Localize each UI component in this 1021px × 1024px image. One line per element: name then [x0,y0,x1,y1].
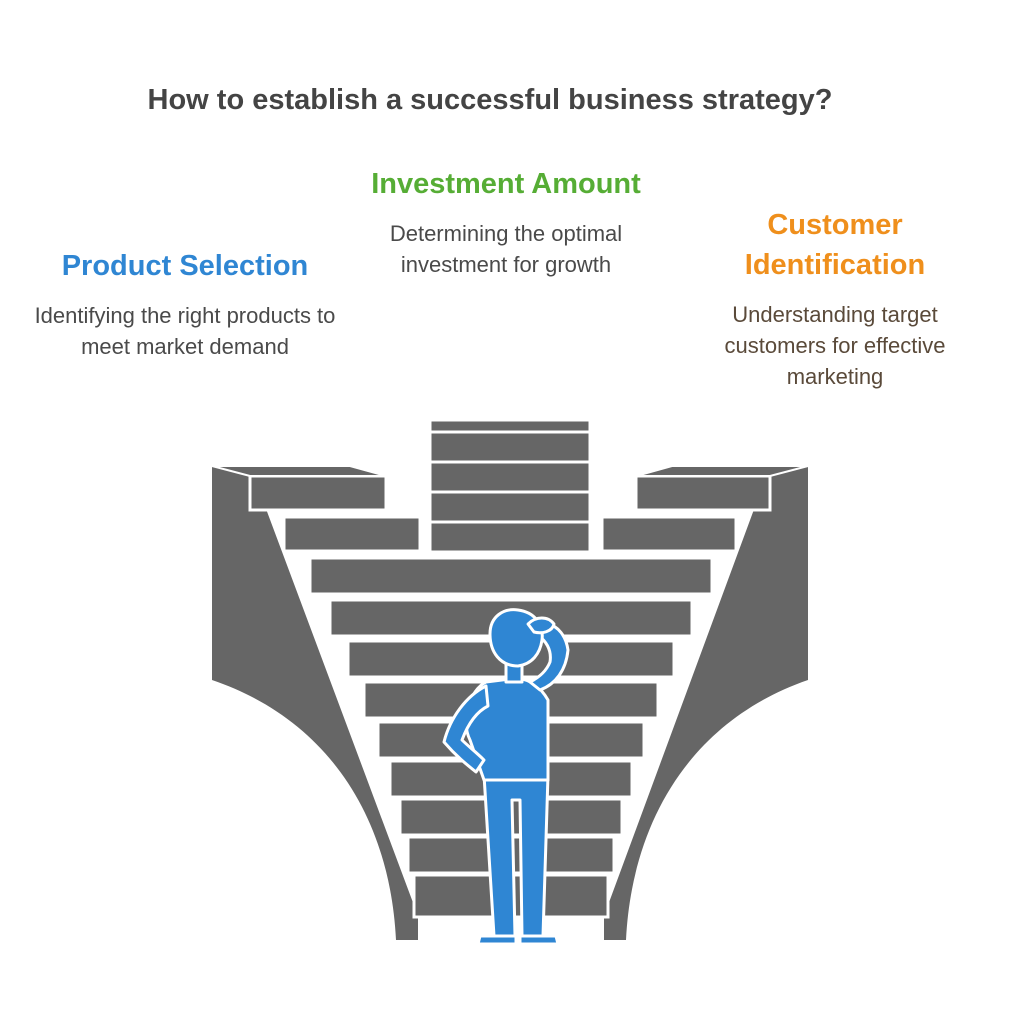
heading-customer-identification: Customer Identification [744,209,926,281]
description-investment-amount: Determining the optimal investment for g… [389,221,623,277]
stairs-left-wall [212,466,418,940]
column-investment-amount: Investment Amount Determining the optima… [350,164,662,280]
column-product-selection: Product Selection Identifying the right … [30,246,340,362]
description-product-selection: Identifying the right products to meet m… [34,303,336,359]
description-customer-identification: Understanding target customers for effec… [724,302,946,389]
heading-investment-amount: Investment Amount [371,168,641,200]
column-customer-identification: Customer Identification Understanding ta… [690,205,980,392]
stairs-steps [248,474,772,919]
stairs-right-wall [604,466,808,940]
diagram-title: How to establish a successful business s… [147,84,833,116]
person-figure [442,608,570,946]
heading-product-selection: Product Selection [61,250,309,282]
center-tower [428,418,592,554]
